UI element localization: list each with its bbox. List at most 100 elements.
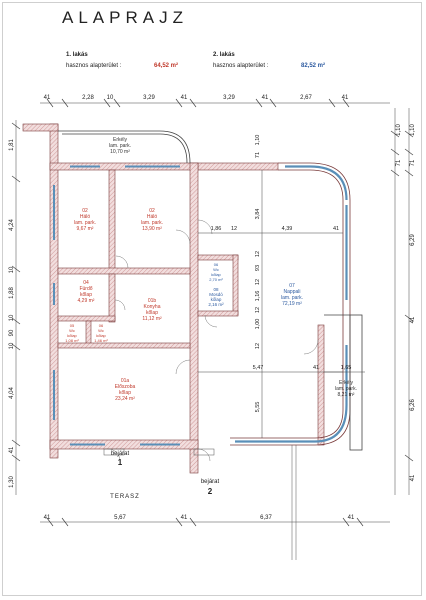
svg-text:72,19 m²: 72,19 m²: [282, 301, 302, 307]
dim-left-5: 10: [9, 314, 15, 321]
inner-dimension-lines: [198, 170, 365, 438]
dim-top-8: 2,67: [300, 95, 312, 101]
balcony-2-outline: [324, 314, 363, 451]
entrance-steps: [103, 445, 297, 560]
page-frame: [2, 2, 422, 596]
dim-bottom-2: 5,67: [114, 515, 126, 521]
apartment-1-label: hasznos alapterület :: [66, 63, 122, 69]
svg-text:lam. park.: lam. park.: [141, 220, 163, 226]
dim-top-6: 3,29: [223, 95, 235, 101]
dim-inner-16: 3,84: [255, 209, 261, 220]
svg-text:Előszoba: Előszoba: [115, 384, 136, 390]
dim-inner-18: 71: [255, 152, 261, 158]
dim-top-2: 2,28: [82, 95, 94, 101]
room-bathroom: 04 Fürdő kőlap 4,29 m²: [78, 280, 95, 304]
apartment-1-name: 1. lakás: [66, 52, 88, 58]
dim-inner-12: 5,47: [253, 365, 264, 371]
svg-text:lam. park.: lam. park.: [335, 386, 357, 392]
svg-text:kőlap: kőlap: [146, 310, 158, 316]
svg-text:02: 02: [149, 208, 155, 214]
dim-top-3: 10: [107, 95, 114, 101]
room-wc-3: 06 Wc kőlap 2,70 m²: [209, 262, 223, 282]
dim-bottom-1: 41: [44, 515, 51, 521]
svg-text:Háló: Háló: [147, 214, 158, 220]
dim-inner-13: 41: [313, 365, 319, 371]
svg-text:04: 04: [83, 280, 89, 286]
dim-right-1: 1,10: [410, 124, 416, 136]
dim-left-10: 1,30: [9, 476, 15, 488]
dim-bottom-3: 41: [181, 515, 188, 521]
svg-text:kőlap: kőlap: [211, 272, 221, 277]
dim-right-inner-1: 1,10: [396, 124, 402, 136]
dim-inner-17: 1,10: [255, 135, 261, 146]
svg-text:kőlap: kőlap: [67, 333, 77, 338]
svg-text:kőlap: kőlap: [119, 390, 131, 396]
svg-text:Erkély: Erkély: [339, 380, 353, 386]
dim-inner-14: 1,65: [341, 365, 352, 371]
svg-text:01b: 01b: [148, 298, 157, 304]
room-bedroom-1: 02 Háló lam. park. 9,67 m²: [74, 208, 96, 232]
dim-top-1: 41: [44, 95, 51, 101]
room-kitchen: 01b Konyha kőlap 11,12 m²: [142, 298, 162, 322]
svg-text:Wc: Wc: [98, 328, 104, 333]
svg-text:Mosdó: Mosdó: [209, 292, 223, 297]
dimension-lines: [15, 102, 410, 523]
dim-left-1: 1,81: [9, 139, 15, 151]
svg-text:06: 06: [214, 262, 219, 267]
dim-right-5: 6,26: [410, 399, 416, 411]
svg-text:07: 07: [289, 283, 295, 289]
dim-bottom-5: 41: [348, 515, 355, 521]
apartment-2-name: 2. lakás: [213, 52, 235, 58]
walls: [22, 123, 325, 474]
dim-inner-2: 12: [231, 226, 237, 232]
svg-text:06: 06: [99, 323, 104, 328]
dim-inner-15: 5,55: [255, 402, 261, 413]
svg-text:8,21 m²: 8,21 m²: [338, 392, 355, 398]
svg-text:05: 05: [70, 323, 75, 328]
entrance-1-number: 1: [118, 458, 123, 467]
dim-left-4: 1,88: [9, 287, 15, 299]
apartment-2-label: hasznos alapterület :: [213, 63, 269, 69]
dim-left-6: 90: [9, 329, 15, 336]
svg-text:Wc: Wc: [69, 328, 75, 333]
svg-text:02: 02: [82, 208, 88, 214]
svg-text:lam. park.: lam. park.: [109, 143, 131, 149]
apartment-2-info: 2. lakás hasznos alapterület : 82,52 m²: [213, 50, 325, 72]
dimension-ticks: [11, 98, 414, 527]
entrance-2-number: 2: [208, 487, 213, 496]
svg-text:kőlap: kőlap: [80, 292, 92, 298]
dim-inner-8: 1,16: [255, 291, 261, 302]
apartment-1-info: 1. lakás hasznos alapterület : 64,52 m²: [66, 50, 178, 72]
svg-text:4,29 m²: 4,29 m²: [78, 298, 95, 304]
dim-inner-9: 12: [255, 307, 261, 313]
dim-inner-11: 12: [255, 343, 261, 349]
svg-text:1,08 m²: 1,08 m²: [65, 338, 79, 343]
dim-left-9: 41: [9, 446, 15, 453]
dim-left-2: 4,24: [9, 219, 15, 231]
dim-inner-10: 1,00: [255, 319, 261, 330]
svg-text:Háló: Háló: [80, 214, 91, 220]
dim-left-3: 10: [9, 266, 15, 273]
svg-text:13,90 m²: 13,90 m²: [142, 226, 162, 232]
svg-text:08: 08: [213, 287, 219, 292]
terrace-label: TERASZ: [110, 494, 140, 500]
svg-text:lam. park.: lam. park.: [74, 220, 96, 226]
svg-text:2,70 m²: 2,70 m²: [209, 277, 223, 282]
entrance-1-label: bejárat: [111, 451, 130, 457]
room-living: 07 Nappali lam. park. 72,19 m²: [281, 283, 303, 307]
dim-left-7: 10: [9, 342, 15, 349]
dim-right-3: 6,29: [410, 234, 416, 246]
dim-top-5: 41: [181, 95, 188, 101]
windows-apt1: [53, 165, 180, 446]
living-room-curved-wall: [230, 162, 351, 446]
page-title: ALAPRAJZ: [62, 8, 188, 27]
dim-inner-6: 93: [255, 265, 261, 271]
svg-text:9,67 m²: 9,67 m²: [77, 226, 94, 232]
dim-right-6: 41: [410, 474, 416, 481]
svg-text:Erkély: Erkély: [113, 137, 127, 143]
svg-text:Fürdő: Fürdő: [79, 286, 92, 292]
dim-right-2: 71: [410, 159, 416, 166]
room-balcony-1: Erkély lam. park. 10,70 m²: [109, 137, 131, 155]
svg-text:10,70 m²: 10,70 m²: [110, 149, 130, 155]
